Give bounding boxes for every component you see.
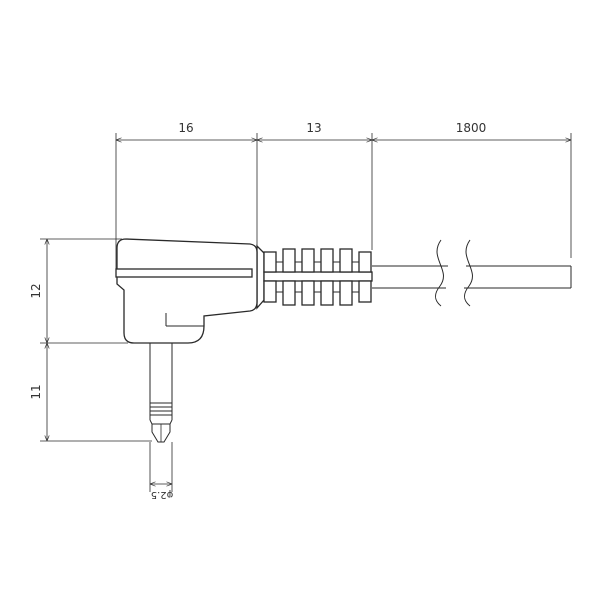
plug-pin: φ2.5 — [149, 343, 174, 500]
rib — [263, 251, 277, 273]
rib — [282, 280, 296, 306]
strain-relief-spine — [263, 271, 373, 282]
dimension-label-pin-diameter: φ2.5 — [151, 489, 174, 500]
cable — [372, 239, 572, 307]
rib — [320, 248, 334, 273]
pin-neck — [149, 419, 173, 425]
plug-body — [115, 238, 258, 344]
plug-groove — [115, 268, 253, 278]
dimension-label-relief-length: 13 — [306, 121, 321, 135]
rib — [301, 280, 315, 306]
dimension-label-plug-length: 16 — [178, 121, 193, 135]
strain-relief — [256, 244, 373, 310]
rib — [320, 280, 334, 306]
strain-relief-lower-ribs — [263, 280, 372, 306]
plug-housing — [116, 238, 258, 344]
rib — [301, 248, 315, 273]
rib — [339, 280, 353, 306]
rib — [263, 280, 277, 303]
rib — [282, 248, 296, 273]
strain-relief-collar — [256, 244, 265, 310]
rib — [339, 248, 353, 273]
strain-relief-upper-ribs — [263, 248, 372, 273]
cable-break-mark-left — [434, 239, 444, 307]
top-dimensions: 16 13 1800 — [115, 121, 572, 270]
rib — [358, 251, 372, 273]
dimension-label-plug-height: 12 — [29, 283, 43, 298]
dimension-label-cable-length: 1800 — [456, 121, 487, 135]
left-dimensions: 12 11 — [29, 238, 152, 442]
cable-break-mark-right — [463, 239, 473, 307]
rib — [358, 280, 372, 303]
dimension-label-pin-length: 11 — [29, 384, 43, 399]
